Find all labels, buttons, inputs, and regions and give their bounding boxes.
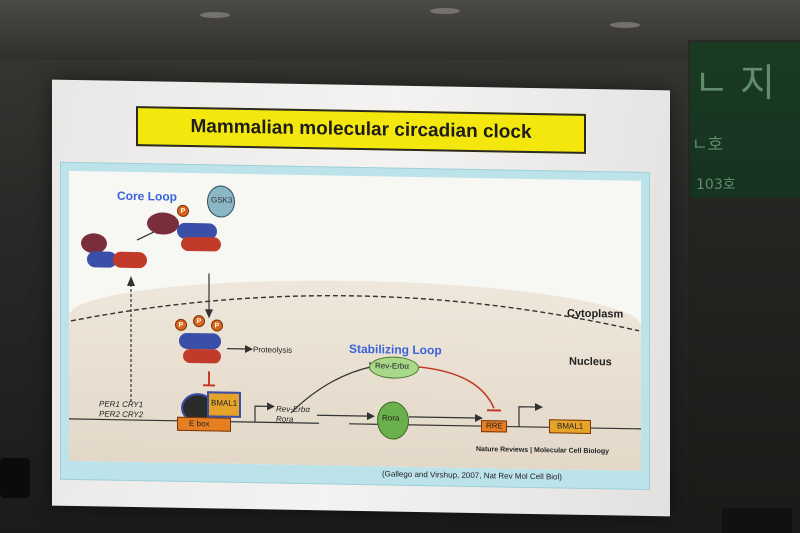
rora-arrow — [317, 414, 369, 417]
phosphate-icon: P — [211, 319, 223, 332]
arrowhead-icon — [267, 402, 275, 411]
rora-label: Rora — [382, 413, 400, 423]
arrowhead-icon — [535, 403, 543, 412]
rev-erba-label: Rev-Erbα — [375, 361, 409, 371]
cry-protein — [113, 251, 147, 269]
ceiling — [0, 0, 800, 60]
projector-edge — [0, 458, 30, 498]
stabilizing-loop-label: Stabilizing Loop — [349, 341, 442, 358]
phosphate-icon: P — [177, 204, 189, 217]
ceiling-light — [430, 8, 460, 14]
ebox-label: E box — [189, 418, 210, 429]
figure-panel: Core Loop Cytoplasm Nucleus Stabilizing … — [60, 161, 650, 491]
figure-inner: Core Loop Cytoplasm Nucleus Stabilizing … — [69, 170, 641, 471]
projection-screen: Mammalian molecular circadian clock — [52, 79, 670, 517]
cry-protein — [181, 236, 221, 252]
camera-device — [722, 508, 792, 533]
nucleus-label: Nucleus — [569, 355, 612, 369]
ceiling-light — [610, 22, 640, 28]
sign-text: 103호 — [696, 177, 736, 193]
ceiling-light — [200, 12, 230, 18]
activation-arrow — [290, 365, 375, 414]
sign-text: ㄴ — [694, 61, 729, 105]
cry-protein — [183, 348, 221, 364]
arrowhead-icon — [367, 412, 375, 421]
phosphate-icon: P — [175, 318, 187, 331]
rev-erb-gene: Rev-Erbα — [276, 404, 310, 415]
transcription-start — [518, 406, 537, 427]
per-cry-genes-2: PER2 CRY2 — [99, 409, 144, 420]
sign-text: 지 — [740, 61, 775, 105]
sign-text: ㄴ호 — [692, 135, 724, 155]
bmal1-gene-label: BMAL1 — [557, 421, 584, 431]
cytoplasm-label: Cytoplasm — [567, 307, 624, 321]
ck1-protein — [147, 212, 179, 235]
nuclear-membrane — [70, 295, 640, 332]
arrowhead-icon — [127, 275, 135, 287]
wall-sign: ㄴ 지 ㄴ호 103호 — [690, 42, 800, 198]
phosphate-icon: P — [193, 315, 205, 328]
bmal1-protein-label: BMAL1 — [211, 398, 238, 408]
per-cry-genes-1: PER1 CRY1 — [99, 399, 144, 410]
gsk3-label: GSK3 — [211, 195, 233, 205]
rora-gene: Rora — [276, 414, 294, 424]
repression-line — [418, 366, 495, 409]
arrowhead-icon — [205, 309, 213, 319]
rre-arrow — [409, 416, 477, 419]
core-loop-label: Core Loop — [117, 188, 177, 204]
slide-title: Mammalian molecular circadian clock — [136, 106, 586, 154]
arrowhead-icon — [475, 413, 483, 422]
transcription-start — [254, 405, 269, 423]
arrowhead-icon — [245, 344, 253, 353]
rre-label: RRE — [486, 421, 503, 431]
proteolysis-label: Proteolysis — [253, 345, 293, 355]
per-protein — [179, 332, 221, 350]
